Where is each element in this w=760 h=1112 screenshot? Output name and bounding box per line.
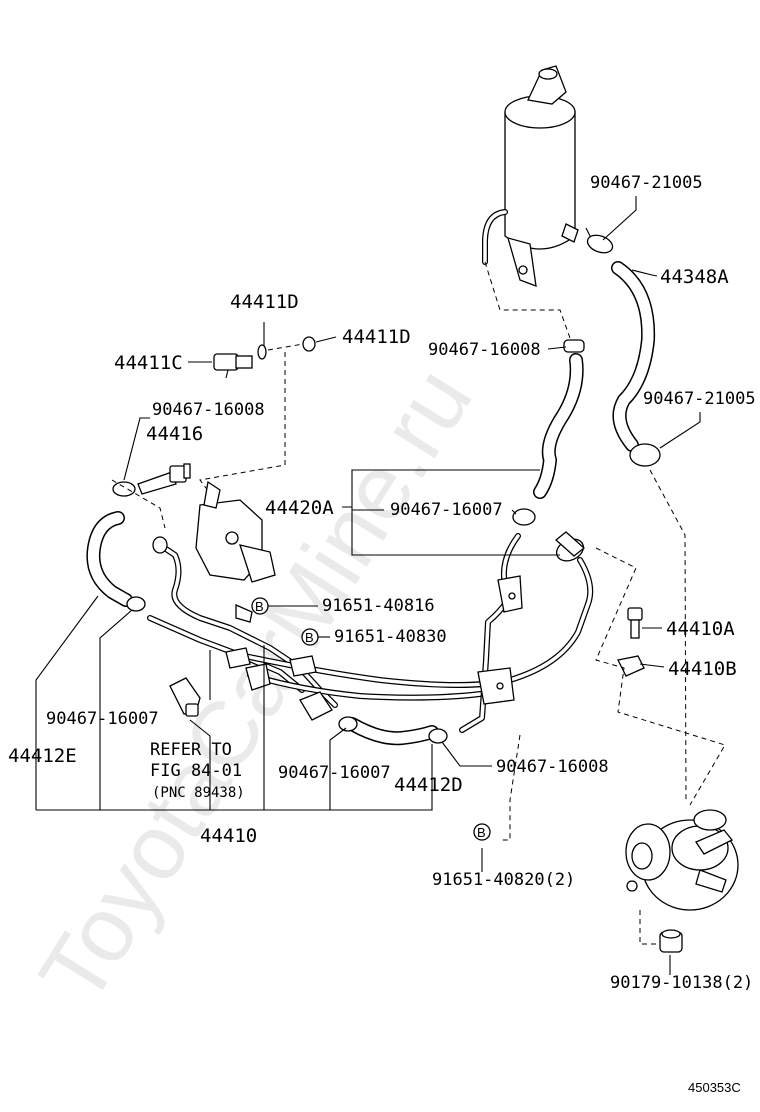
- pressure-switch: [169, 677, 201, 717]
- label-assy-44420a: 44420A: [265, 497, 334, 519]
- guide-pump-nut: [639, 910, 660, 945]
- gasket-44411d-a: [257, 344, 267, 360]
- return-hose-upper: [533, 353, 584, 499]
- svg-text:B: B: [477, 825, 486, 840]
- label-refer-line1: REFER TO: [150, 740, 232, 760]
- guide-pump-hose: [649, 469, 687, 801]
- clamp-90467-21005-mid: [629, 443, 661, 467]
- steering-gear-housing: [195, 480, 276, 623]
- label-refer-line3: (PNC 89438): [152, 785, 245, 801]
- svg-text:B: B: [255, 599, 264, 614]
- label-clamp-90467-16007-left: 90467-16007: [46, 709, 159, 729]
- leader-lines: [35, 196, 701, 975]
- label-clamp-90467-21005-mid: 90467-21005: [643, 389, 756, 409]
- label-hose-44412e: 44412E: [8, 745, 77, 767]
- clamp-90467-16007-mid: [512, 508, 536, 526]
- label-assy-44410: 44410: [200, 825, 257, 847]
- guide-pump-pipe: [595, 547, 726, 806]
- label-gasket-44411d-right: 44411D: [342, 326, 411, 348]
- label-bolt-44411d-top: 44411D: [230, 291, 299, 313]
- label-clamp-90467-16007-mid: 90467-16007: [390, 500, 503, 520]
- guide-40820: [500, 734, 521, 841]
- label-hose-44412d: 44412D: [394, 774, 463, 796]
- label-clamp-90467-16007-bottom: 90467-16007: [278, 763, 391, 783]
- pipe-44420a: [459, 533, 523, 733]
- hose-44412e: [86, 511, 133, 607]
- b-marker-40820: B: [473, 823, 491, 841]
- clamp-90467-21005-top: [585, 227, 614, 254]
- label-clamp-90467-16008-left: 90467-16008: [152, 400, 265, 420]
- bolt-44410a: [627, 607, 643, 639]
- label-refer-line2: FIG 84-01: [150, 761, 242, 781]
- label-clamp-90467-16008-upper: 90467-16008: [428, 340, 541, 360]
- guide-gasket: [267, 343, 304, 351]
- svg-text:B: B: [305, 630, 314, 645]
- hose-44412d: [345, 717, 439, 746]
- reservoir-tank: [482, 65, 579, 287]
- label-clamp-90467-21005-top: 90467-21005: [590, 173, 703, 193]
- figure-code: 450353C: [688, 1080, 741, 1095]
- guide-44416: [111, 479, 166, 529]
- clamp-90467-16008-upper: [563, 339, 585, 353]
- clamp-90467-16007-left: [126, 596, 146, 612]
- label-bracket-44410b: 44410B: [668, 658, 737, 680]
- clamp-90467-16007-bottom: [338, 716, 358, 732]
- label-hose-44348a: 44348A: [660, 266, 729, 288]
- pressure-pipe: [147, 536, 338, 708]
- label-bolt-91651-40830: 91651-40830: [334, 627, 447, 647]
- clamp-90467-16008-lower: [428, 728, 448, 744]
- label-bolt-91651-40820: 91651-40820(2): [432, 870, 575, 890]
- vane-pump: [625, 809, 739, 911]
- clamp-90467-16008-left: [112, 481, 136, 497]
- label-union-44416: 44416: [146, 423, 203, 445]
- label-bolt-44411c: 44411C: [114, 352, 183, 374]
- label-clamp-90467-16008-lower: 90467-16008: [496, 757, 609, 777]
- union-bolt-44411c: [213, 353, 253, 379]
- b-marker-40830: B: [301, 628, 319, 646]
- gasket-44411d-b: [302, 336, 316, 352]
- hose-44348a: [611, 261, 656, 452]
- nut-90179-10138: [659, 929, 683, 953]
- b-marker-40816: B: [251, 597, 269, 615]
- guide-44411-down: [199, 352, 286, 501]
- label-bolt-91651-40816: 91651-40816: [322, 596, 435, 616]
- label-bolt-44410a: 44410A: [666, 618, 735, 640]
- union-44416: [137, 463, 191, 495]
- bracket-44410b: [617, 655, 645, 677]
- label-nut-90179-10138: 90179-10138(2): [610, 973, 753, 993]
